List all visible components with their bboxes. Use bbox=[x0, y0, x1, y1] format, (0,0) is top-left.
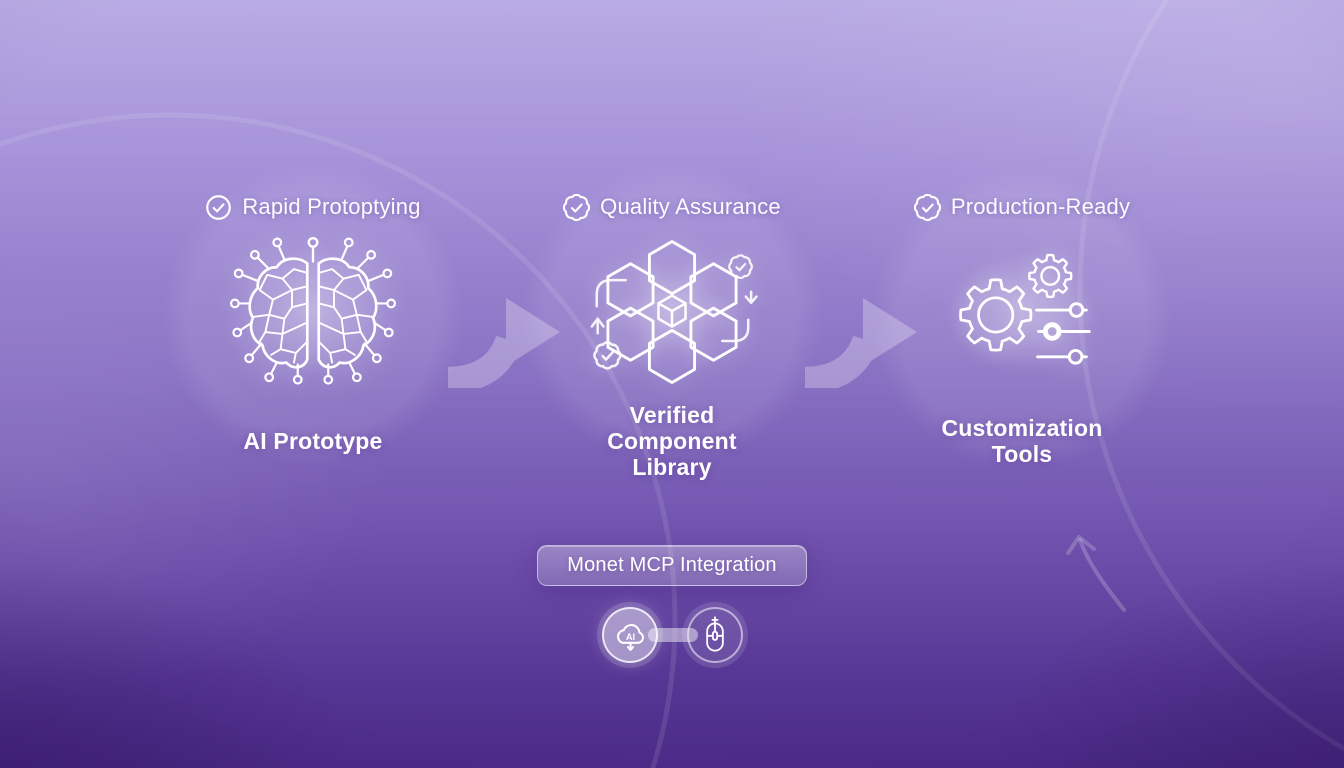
step2-icon-area bbox=[522, 228, 822, 396]
monet-mcp-integration-button[interactable]: Monet MCP Integration bbox=[537, 545, 807, 586]
step3-label: Customization Tools bbox=[941, 415, 1103, 467]
seal-check-icon bbox=[593, 341, 622, 370]
cloud-ai-download-icon: AI bbox=[616, 623, 644, 651]
seal-check-icon bbox=[913, 193, 941, 221]
cloud-ai-node[interactable]: AI bbox=[602, 607, 658, 663]
step-customization-tools: Production-Ready bbox=[872, 190, 1172, 482]
cube-icon bbox=[657, 294, 687, 328]
circle-check-icon bbox=[206, 194, 232, 220]
seal-check-icon bbox=[563, 193, 591, 221]
gears-sliders-icon bbox=[959, 253, 1091, 365]
hexagon-component-library-icon bbox=[590, 240, 758, 384]
ai-brain-circuit-icon bbox=[229, 236, 397, 385]
corner-bracket-icon bbox=[720, 318, 750, 343]
cloud-ai-text: AI bbox=[625, 631, 634, 641]
node-connector-bar bbox=[648, 628, 698, 642]
mouse-scroll-icon bbox=[706, 616, 724, 652]
step3-icon-area bbox=[872, 228, 1172, 396]
step-ai-prototype: Rapid Protoptying bbox=[163, 190, 463, 482]
step2-badge-label: Quality Assurance bbox=[600, 194, 781, 219]
small-gear-icon bbox=[1028, 253, 1073, 299]
large-gear-icon bbox=[959, 278, 1033, 352]
step1-label: AI Prototype bbox=[243, 428, 383, 454]
monet-mcp-integration-label: Monet MCP Integration bbox=[567, 554, 777, 576]
step3-header: Production-Ready bbox=[913, 190, 1131, 224]
mouse-node[interactable] bbox=[687, 607, 743, 663]
step2-header: Quality Assurance bbox=[563, 190, 781, 224]
step1-icon-area bbox=[163, 228, 463, 396]
step-verified-component-library: Quality Assurance bbox=[522, 190, 822, 482]
sliders-icon bbox=[1035, 302, 1091, 365]
seal-check-icon bbox=[728, 254, 753, 279]
curved-arrow-up-icon bbox=[1066, 535, 1126, 612]
step2-label: Verified Component Library bbox=[607, 402, 737, 480]
step3-badge-label: Production-Ready bbox=[950, 194, 1131, 219]
step1-badge-label: Rapid Protoptying bbox=[242, 194, 421, 219]
corner-bracket-icon bbox=[595, 278, 627, 308]
step1-header: Rapid Protoptying bbox=[205, 190, 420, 224]
arrow-down-icon bbox=[744, 290, 758, 305]
arrow-up-icon bbox=[590, 317, 605, 335]
